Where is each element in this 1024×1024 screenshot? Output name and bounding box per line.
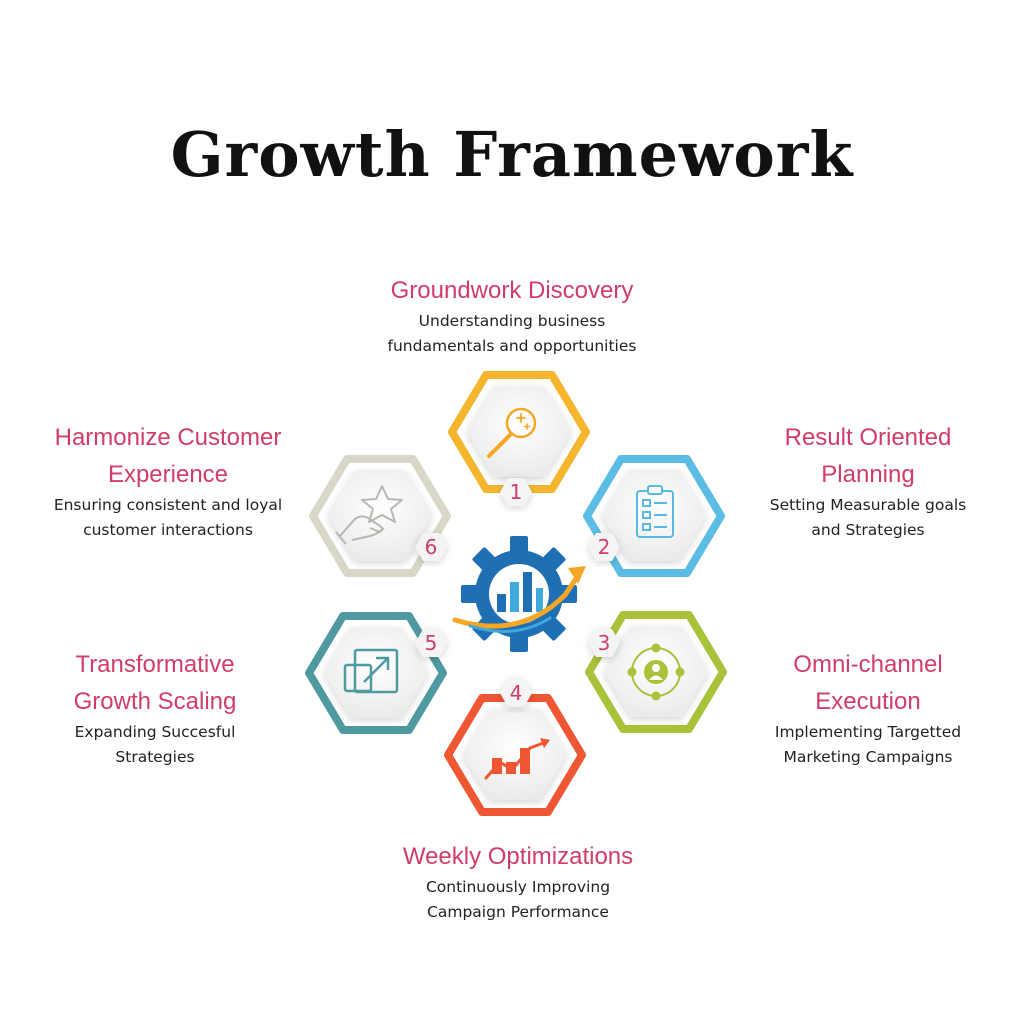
badge-step-2: 2 (588, 533, 620, 561)
badge-number-2: 2 (598, 535, 611, 559)
step-title-5-line-1: Transformative (75, 651, 235, 678)
step-label-3: Omni-channel Execution Implementing Targ… (748, 646, 988, 769)
badge-step-5: 5 (415, 629, 447, 657)
step-label-5: Transformative Growth Scaling Expanding … (30, 646, 280, 769)
step-desc-4-line-2: Campaign Performance (427, 902, 609, 921)
step-title-1: Groundwork Discovery (390, 277, 634, 304)
step-desc-2-line-2: and Strategies (811, 520, 925, 539)
growth-chart-icon (484, 738, 550, 780)
step-title-2-line-2: Planning (821, 461, 915, 488)
gear-chart-icon (452, 536, 586, 652)
step-title-6-line-2: Experience (107, 461, 229, 488)
hexagon-step-6 (309, 455, 451, 577)
badge-step-1: 1 (500, 478, 532, 506)
scale-up-arrow-icon (343, 648, 399, 694)
step-label-1: Groundwork Discovery Understanding busin… (312, 272, 712, 358)
step-desc-6-line-2: customer interactions (83, 520, 253, 539)
badge-step-3: 3 (588, 629, 620, 657)
step-title-3-line-2: Execution (815, 688, 921, 715)
badge-number-4: 4 (510, 681, 523, 705)
step-title-5-line-2: Growth Scaling (73, 688, 237, 715)
step-desc-4-line-1: Continuously Improving (425, 878, 611, 896)
step-desc-3-line-1: Implementing Targetted (774, 723, 962, 741)
step-desc-5-line-2: Strategies (115, 747, 195, 766)
checklist-clipboard-icon (636, 485, 674, 538)
hexagon-step-4 (444, 694, 586, 816)
step-label-2: Result Oriented Planning Setting Measura… (748, 419, 988, 542)
hexagon-step-2 (583, 455, 725, 577)
step-title-2-line-1: Result Oriented (784, 424, 952, 451)
page-title: Growth Framework (170, 118, 854, 191)
step-label-6: Harmonize Customer Experience Ensuring c… (18, 419, 318, 542)
hexagon-step-5 (305, 612, 447, 734)
step-desc-5-line-1: Expanding Succesful (74, 723, 236, 741)
step-label-4: Weekly Optimizations Continuously Improv… (318, 838, 718, 924)
step-desc-1-line-1: Understanding business (418, 312, 606, 330)
badge-step-6: 6 (415, 533, 447, 561)
step-title-3-line-1: Omni-channel (793, 651, 943, 678)
hand-star-icon (335, 485, 403, 545)
badge-number-5: 5 (425, 631, 438, 655)
badge-number-3: 3 (598, 631, 611, 655)
badge-number-1: 1 (510, 480, 523, 504)
step-desc-2-line-1: Setting Measurable goals (769, 496, 967, 514)
step-desc-6-line-1: Ensuring consistent and loyal (53, 496, 283, 514)
step-desc-1-line-2: fundamentals and opportunities (387, 336, 637, 355)
network-user-icon (627, 643, 685, 701)
hexagon-step-3 (585, 611, 727, 733)
hexagon-step-1 (448, 371, 590, 493)
magnifier-sparkle-icon (487, 407, 537, 458)
step-title-4: Weekly Optimizations (402, 843, 634, 870)
step-desc-3-line-2: Marketing Campaigns (783, 747, 953, 766)
step-title-6-line-1: Harmonize Customer (54, 424, 282, 451)
badge-number-6: 6 (425, 535, 438, 559)
badge-step-4: 4 (500, 679, 532, 707)
